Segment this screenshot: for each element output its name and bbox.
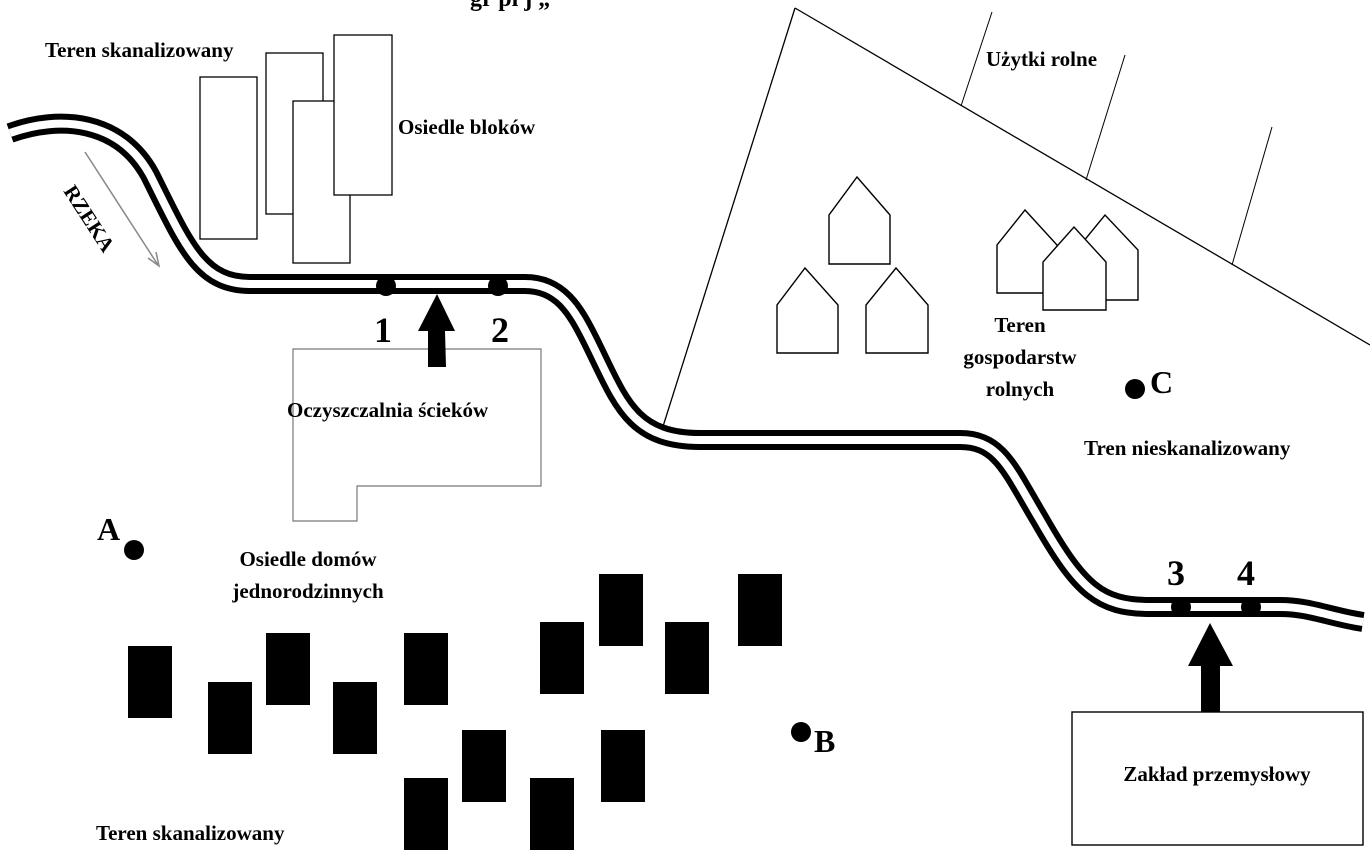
map-title-fragment: gr pi j „ [470,0,550,12]
farm-house-icon [776,266,839,354]
sampling-point-2-label: 2 [491,310,509,350]
single-family-house [462,730,506,802]
sampling-point-2-marker [488,276,508,296]
treatment-plant-outline [292,348,542,522]
farms-label-line3: rolnych [986,377,1055,401]
farm-house-icon [865,266,929,354]
farm-house-icon [828,175,891,265]
apartment-blocks-label: Osiedle bloków [398,115,536,139]
factory-label: Zakład przemysłowy [1123,762,1311,786]
plant-discharge-arrow [418,294,455,367]
farm-area-border-diagonal [794,7,1370,346]
single-family-house [404,633,448,705]
field-boundary-3 [1231,126,1273,266]
field-boundary-1 [960,11,993,107]
location-c-label: C [1150,364,1173,400]
single-family-house [266,633,310,705]
single-family-house [333,682,377,754]
single-family-house [599,574,643,646]
houses-label-line2: jednorodzinnych [231,579,384,603]
single-family-house [128,646,172,718]
sewered-area-south-label: Teren skanalizowany [96,821,285,845]
apartment-block [333,34,393,196]
sewered-area-north-label: Teren skanalizowany [45,38,234,62]
farm-houses [776,175,1139,354]
single-family-houses [128,574,782,850]
location-a-marker [124,540,144,560]
sampling-point-3-label: 3 [1167,553,1185,593]
factory-discharge-arrow [1188,623,1233,712]
location-a-label: A [97,511,120,547]
sampling-point-4-marker [1241,597,1261,617]
factory-outline [1071,711,1364,846]
apartment-blocks [199,34,393,264]
sampling-point-1-label: 1 [374,310,392,350]
single-family-house [738,574,782,646]
single-family-house [601,730,645,802]
farmland-label: Użytki rolne [986,47,1097,71]
farm-area-border-left [659,7,796,437]
single-family-house [665,622,709,694]
farms-label-line1: Teren [994,313,1046,337]
sampling-point-1-marker [376,276,396,296]
unsewered-area-label: Tren nieskanalizowany [1084,436,1291,460]
location-b-marker [791,722,811,742]
single-family-house [404,778,448,850]
sampling-point-3-marker [1171,597,1191,617]
location-c-marker [1125,379,1145,399]
field-boundary-2 [1085,54,1126,181]
river [6,113,1365,632]
farm-area [659,7,1370,437]
farms-label-line2: gospodarstw [963,345,1077,369]
farm-house-icon [1042,225,1107,311]
treatment-plant-label: Oczyszczalnia ścieków [287,398,489,422]
single-family-house [208,682,252,754]
river-flow-arrow [84,151,161,268]
sampling-point-4-label: 4 [1237,553,1255,593]
houses-label-line1: Osiedle domów [239,547,377,571]
single-family-house [540,622,584,694]
location-b-label: B [814,723,835,759]
apartment-block [199,76,258,240]
single-family-house [530,778,574,850]
